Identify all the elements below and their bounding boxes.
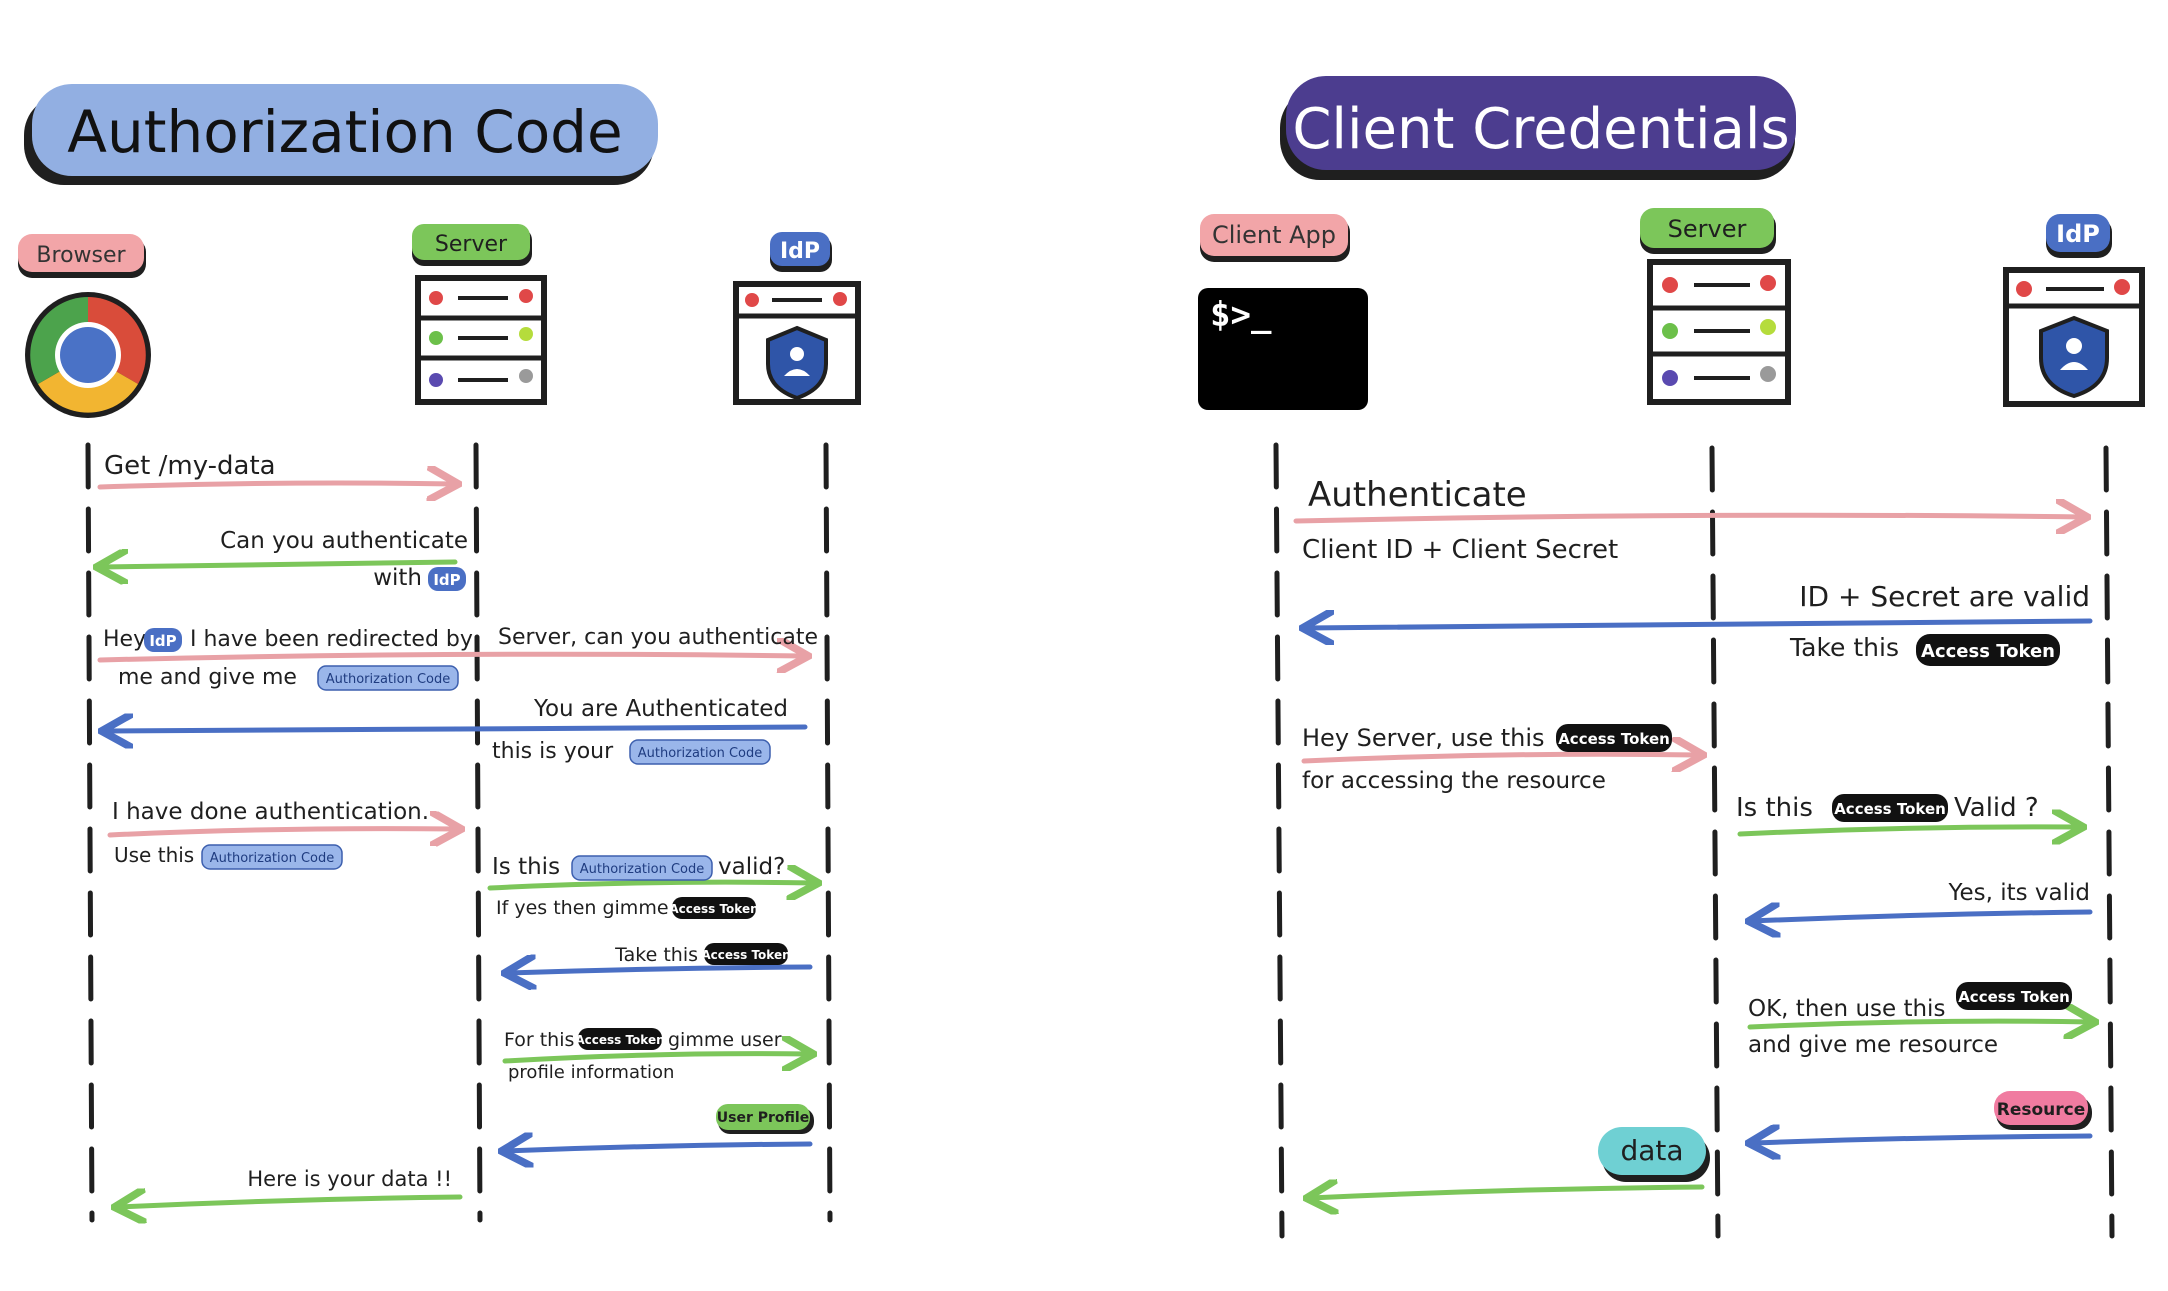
svg-text:IdP: IdP [433, 571, 460, 589]
title-client-credentials: Client Credentials [1280, 76, 1796, 180]
actor-browser-label: Browser [36, 243, 126, 268]
msg-take-this-r: Take this [1789, 633, 1899, 662]
chip-auth-code-4: Authorization Code [571, 855, 713, 881]
chip-access-token-r1: Access Token [1916, 634, 2060, 666]
msg-authenticate: Authenticate [1308, 475, 1527, 515]
server-icon [415, 275, 547, 405]
actor-client-app: Client App $>_ [1198, 214, 1368, 410]
chip-access-token-r3: Access Token [1832, 794, 1948, 822]
chip-access-token-3: Access Token [575, 1028, 665, 1050]
terminal-prompt: $>_ [1210, 295, 1272, 335]
msg-valid: valid? [718, 854, 785, 880]
msg-is-this-r: Is this [1736, 793, 1813, 823]
svg-text:data: data [1620, 1134, 1683, 1167]
msg-get-my-data: Get /my-data [104, 451, 276, 481]
msg-take-this: Take this [614, 944, 698, 966]
lifelines-right [1273, 442, 2115, 1239]
title-right-text: Client Credentials [1292, 97, 1789, 162]
msg-me-and-give-me: me and give me [118, 665, 297, 690]
msg-here-is-your-data: Here is your data !! [247, 1167, 452, 1191]
actor-browser: Browser [18, 234, 151, 418]
actor-client-app-label: Client App [1212, 221, 1336, 249]
msg-for-accessing: for accessing the resource [1302, 768, 1606, 794]
svg-text:Access Token: Access Token [1558, 730, 1670, 748]
msg-redirected-by: I have been redirected by [190, 627, 473, 652]
svg-text:Authorization Code: Authorization Code [580, 862, 704, 877]
shield-icon [2003, 267, 2145, 407]
msg-you-are-authenticated: You are Authenticated [533, 696, 788, 722]
msg-use-this: Use this [114, 843, 194, 867]
svg-text:Access Token: Access Token [1958, 988, 2070, 1006]
actor-server-left-label: Server [435, 232, 508, 257]
actor-idp-right-label: IdP [2056, 220, 2100, 248]
shield-icon [733, 281, 861, 405]
svg-text:Authorization Code: Authorization Code [638, 746, 762, 761]
chip-access-token-r4: Access Token [1956, 982, 2072, 1010]
chip-access-token-1: Access Token [669, 897, 759, 919]
arrows-right [1293, 515, 2092, 1198]
messages-right: Authenticate Client ID + Client Secret I… [1302, 475, 2092, 1182]
svg-text:Access Token: Access Token [575, 1033, 664, 1047]
msg-can-you-authenticate: Can you authenticate [220, 528, 468, 554]
actor-server-right: Server [1640, 208, 1791, 405]
title-left-text: Authorization Code [67, 98, 622, 166]
lifelines-left [85, 442, 833, 1223]
chip-access-token-r2: Access Token [1556, 724, 1672, 752]
server-icon [1647, 259, 1791, 405]
msg-valid-r: Valid ? [1954, 793, 2039, 823]
chip-auth-code-1: Authorization Code [317, 665, 459, 691]
msg-id-secret-valid: ID + Secret are valid [1799, 580, 2090, 613]
msg-hey-server-use-this: Hey Server, use this [1302, 724, 1545, 752]
chip-auth-code-2: Authorization Code [629, 739, 771, 765]
actor-server-right-label: Server [1668, 215, 1747, 243]
msg-client-id-secret: Client ID + Client Secret [1302, 535, 1618, 565]
title-authorization-code: Authorization Code [24, 84, 658, 185]
msg-hey: Hey [103, 627, 146, 652]
msg-ok-then-use-this: OK, then use this [1748, 996, 1945, 1022]
chrome-icon [25, 292, 151, 418]
msg-with: with [373, 565, 422, 591]
svg-text:Access Token: Access Token [1921, 641, 2055, 662]
msg-server-can-you-authenticate: Server, can you authenticate [498, 625, 818, 650]
chip-access-token-2: Access Token [701, 943, 791, 965]
msg-is-this: Is this [492, 854, 560, 880]
messages-left: Get /my-data Can you authenticate with I… [103, 451, 818, 1191]
actor-server-left: Server [412, 224, 547, 405]
chip-user-profile: User Profile [716, 1104, 814, 1134]
msg-if-yes-gimme: If yes then gimme [496, 897, 669, 919]
msg-this-is-your: this is your [492, 739, 614, 764]
chip-data: data [1598, 1127, 1710, 1182]
msg-yes-its-valid: Yes, its valid [1947, 880, 2090, 906]
svg-text:Access Token: Access Token [669, 902, 758, 916]
chip-resource: Resource [1994, 1091, 2092, 1130]
chip-auth-code-3: Authorization Code [201, 844, 343, 870]
actor-idp-right: IdP [2003, 214, 2145, 407]
actor-idp-left: IdP [733, 232, 861, 405]
msg-for-this: For this [504, 1029, 574, 1051]
msg-gimme-user: gimme user [668, 1029, 782, 1051]
terminal-icon: $>_ [1198, 288, 1368, 410]
svg-text:User Profile: User Profile [717, 1110, 809, 1126]
chip-idp-2: IdP [144, 628, 182, 652]
msg-profile-information: profile information [508, 1062, 674, 1083]
svg-text:Access Token: Access Token [1834, 800, 1946, 818]
msg-give-me-resource: and give me resource [1748, 1032, 1998, 1058]
chip-idp-1: IdP [428, 567, 466, 591]
svg-text:Resource: Resource [1997, 1100, 2086, 1120]
svg-text:Authorization Code: Authorization Code [210, 851, 334, 866]
arrows-left [100, 483, 815, 1207]
msg-done-authentication: I have done authentication. [112, 799, 429, 825]
actor-idp-left-label: IdP [780, 239, 820, 264]
svg-text:Authorization Code: Authorization Code [326, 672, 450, 687]
svg-text:Access Token: Access Token [701, 948, 790, 962]
svg-text:IdP: IdP [149, 632, 176, 650]
